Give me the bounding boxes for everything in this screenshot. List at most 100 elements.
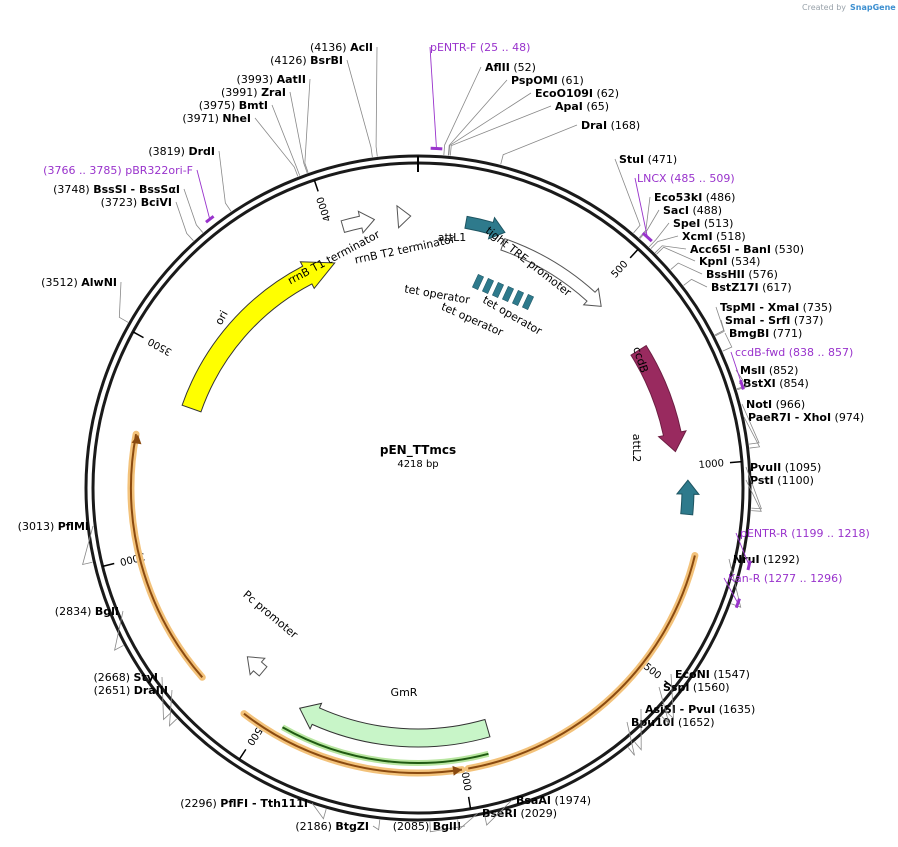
site-bpu10i[interactable]: Bpu10I (1652) [631, 716, 715, 729]
site-pvuii[interactable]: PvuII (1095) [750, 461, 821, 474]
site-drai[interactable]: DraI (168) [581, 119, 640, 132]
site-bseri[interactable]: BseRI (2029) [482, 807, 557, 820]
site-paer7i-xhoi[interactable]: PaeR7I - XhoI (974) [748, 411, 864, 424]
site-pspomi[interactable]: PspOMI (61) [511, 74, 584, 87]
tick-mark [629, 248, 639, 259]
primer-ccdb-fwd[interactable]: ccdB-fwd (838 .. 857) [735, 346, 853, 359]
site-stui[interactable]: StuI (471) [619, 153, 677, 166]
cassette-line [468, 555, 696, 770]
feature-tre-promoter[interactable] [500, 238, 602, 307]
tick-mark [664, 680, 675, 689]
site-name: ApaI [555, 100, 583, 113]
site-position: (65) [583, 100, 609, 113]
primer-range: (1277 .. 1296) [760, 572, 842, 585]
site-smai-srfi[interactable]: SmaI - SrfI (737) [725, 314, 823, 327]
site-apai[interactable]: ApaI (65) [555, 100, 609, 113]
site-kpni-leader [656, 246, 696, 262]
site-xcmi-leader [650, 235, 679, 249]
feature-pc-promoter[interactable] [246, 656, 268, 677]
feature-rrnb-t1[interactable] [340, 210, 376, 234]
site-name: SacI [663, 204, 689, 217]
site-psti[interactable]: PstI (1100) [750, 474, 814, 487]
site-xcmi[interactable]: XcmI (518) [682, 230, 746, 243]
primer-kan-r[interactable]: Kan-R (1277 .. 1296) [728, 572, 842, 585]
primer-pentr-f[interactable]: pENTR-F (25 .. 48) [430, 41, 530, 54]
site-position: (737) [790, 314, 823, 327]
site-bstz17i[interactable]: BstZ17I (617) [711, 281, 792, 294]
tick-mark [238, 748, 247, 760]
site-bgli[interactable]: (2834) BglI [55, 605, 119, 618]
site-bcivi[interactable]: (3723) BciVI [101, 196, 172, 209]
site-aatii[interactable]: (3993) AatII [237, 73, 306, 86]
primer-pentr-r[interactable]: pENTR-R (1199 .. 1218) [740, 527, 870, 540]
site-bsssi-bsss-i[interactable]: (3748) BssSI - BssSαI [53, 183, 180, 196]
site-drdi-leader [218, 150, 232, 212]
site-label: PstI (1100) [750, 474, 814, 487]
site-saci[interactable]: SacI (488) [663, 204, 722, 217]
primer-pentr-r-leader [735, 532, 750, 566]
cassette-halo [127, 430, 206, 681]
site-bglii[interactable]: (2085) BglII [393, 820, 461, 833]
cassette-arrowhead [452, 765, 462, 776]
site-bsaai[interactable]: BsaAI (1974) [516, 794, 591, 807]
site-alwni[interactable]: (3512) AlwNI [41, 276, 117, 289]
site-msli[interactable]: MslI (852) [740, 364, 798, 377]
site-bsrbi[interactable]: (4126) BsrBI [270, 54, 343, 67]
site-zrai[interactable]: (3991) ZraI [221, 86, 286, 99]
plasmid-name: pEN_TTmcs [380, 443, 456, 458]
site-aflii[interactable]: AflII (52) [485, 61, 536, 74]
site-asisi-pvui[interactable]: AsiSI - PvuI (1635) [645, 703, 755, 716]
site-position: (2296) [180, 797, 220, 810]
site-nhei[interactable]: (3971) NheI [182, 112, 251, 125]
site-pflfi-tth111i[interactable]: (2296) PflFI - Tth111I [180, 797, 308, 810]
primer-lncx[interactable]: LNCX (485 .. 509) [637, 172, 735, 185]
site-name: DraI [581, 119, 607, 132]
primer-pbr322ori-f[interactable]: (3766 .. 3785) pBR322ori-F [43, 164, 193, 177]
site-position: (52) [510, 61, 536, 74]
site-tspmi-xmai[interactable]: TspMI - XmaI (735) [720, 301, 832, 314]
site-styi[interactable]: (2668) StyI [93, 671, 158, 684]
site-position: (2085) [393, 820, 433, 833]
feature-attl1[interactable] [464, 215, 506, 240]
site-bsshii[interactable]: BssHII (576) [706, 268, 778, 281]
site-drdi[interactable]: (3819) DrdI [148, 145, 215, 158]
feature-gmr[interactable] [298, 702, 491, 748]
site-bmti[interactable]: (3975) BmtI [199, 99, 268, 112]
primer-pbr322ori-f-bar [205, 215, 215, 224]
site-kpni[interactable]: KpnI (534) [699, 255, 760, 268]
feature-rrnb-t2[interactable] [396, 204, 412, 229]
site-noti[interactable]: NotI (966) [746, 398, 805, 411]
primer-name: pENTR-F [430, 41, 476, 54]
site-position: (1292) [760, 553, 800, 566]
site-name: BssHII [706, 268, 745, 281]
site-name: NheI [222, 112, 251, 125]
site-position: (735) [799, 301, 832, 314]
site-aatii-leader [304, 78, 311, 173]
site-nrui[interactable]: NruI (1292) [733, 553, 800, 566]
tet-operator-block [471, 274, 485, 290]
site-acli[interactable]: (4136) AclI [310, 41, 373, 54]
site-bstxi[interactable]: BstXI (854) [743, 377, 809, 390]
site-label: XcmI (518) [682, 230, 746, 243]
site-nrui-leader [728, 558, 742, 608]
feature-attl2[interactable] [675, 479, 700, 516]
site-draiii[interactable]: (2651) DraIII [94, 684, 168, 697]
feature-ori[interactable] [181, 261, 336, 413]
site-bmgbi[interactable]: BmgBI (771) [729, 327, 802, 340]
brand-created-by: Created by [802, 3, 846, 12]
site-pflmi[interactable]: (3013) PflMI [18, 520, 89, 533]
site-name: PspOMI [511, 74, 558, 87]
feature-ccdb[interactable] [630, 344, 687, 453]
site-acc65i-bani[interactable]: Acc65I - BanI (530) [690, 243, 804, 256]
site-name: PflFI - Tth111I [220, 797, 308, 810]
site-spei[interactable]: SpeI (513) [673, 217, 733, 230]
site-btgzi[interactable]: (2186) BtgZI [295, 820, 369, 833]
site-eco53ki[interactable]: Eco53kI (486) [654, 191, 735, 204]
primer-pbr322ori-f-leader [196, 169, 211, 220]
primer-range: (485 .. 509) [667, 172, 735, 185]
primer-label: Kan-R (1277 .. 1296) [728, 572, 842, 585]
site-sspi[interactable]: SspI (1560) [663, 681, 730, 694]
site-econi[interactable]: EcoNI (1547) [675, 668, 750, 681]
site-ecoo109i[interactable]: EcoO109I (62) [535, 87, 619, 100]
